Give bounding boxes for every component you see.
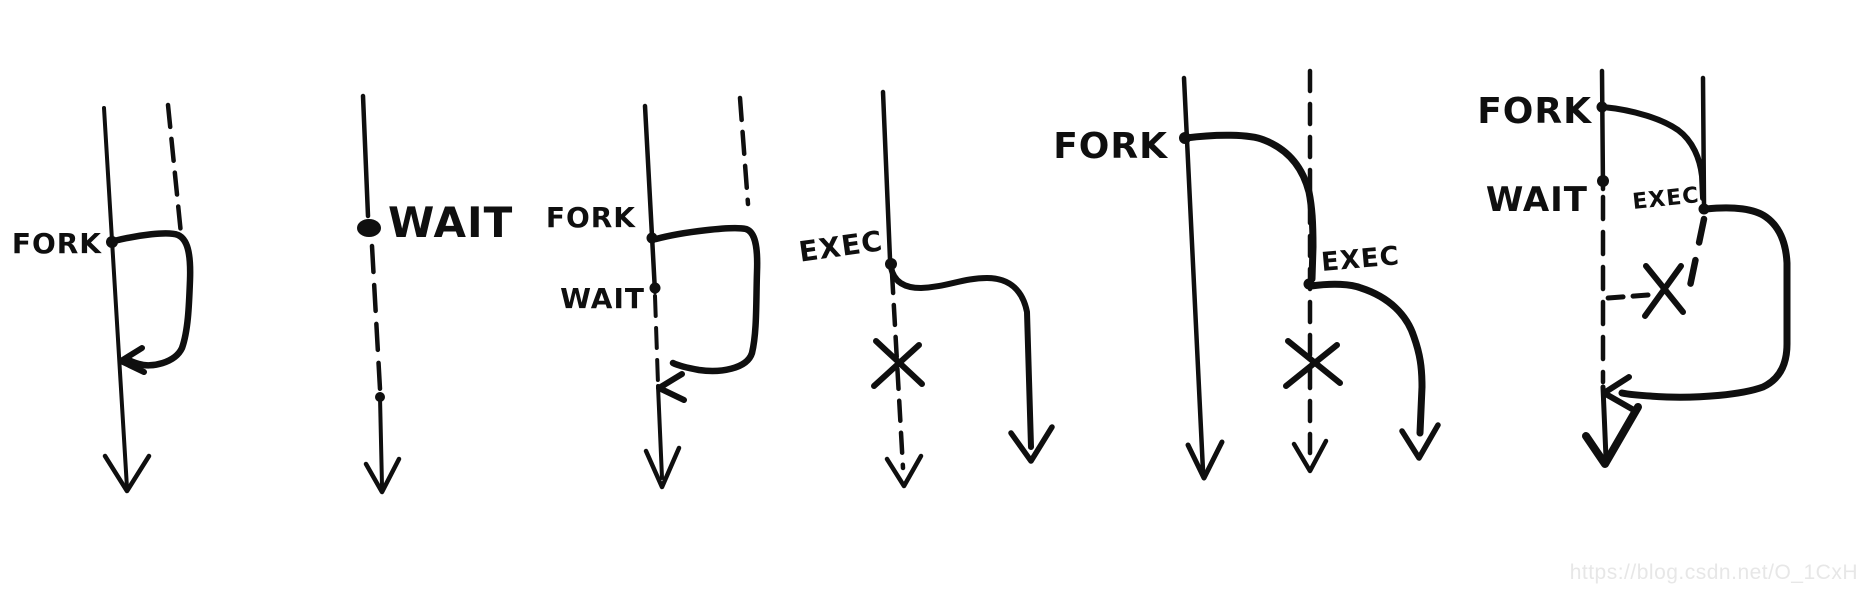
diagram-exec-replace: EXEC: [797, 89, 1055, 489]
wait-label: WAIT: [388, 198, 513, 247]
child-return-loop: [652, 224, 761, 375]
abandoned-timeline-dashed: [889, 270, 906, 471]
arrowhead-down-icon: [1291, 438, 1329, 474]
exec-point-dot: [1698, 203, 1710, 215]
diagram-fork-wait-exec: FORK WAIT EXEC: [1477, 68, 1791, 468]
parent-waiting-dashed: [653, 294, 660, 386]
fork-point-dot: [1596, 101, 1608, 113]
exec-label: EXEC: [797, 224, 885, 268]
wait-point-dot: [1597, 175, 1609, 187]
exec-handoff-curve: [888, 264, 1034, 450]
parent-timeline-resumed: [656, 384, 664, 480]
terminated-x-icon: [871, 338, 925, 389]
diagram-fork-exec: FORK EXEC: [1053, 68, 1441, 481]
fork-label: FORK: [1053, 126, 1168, 167]
arrowhead-left-icon: [118, 345, 147, 375]
diagram-wait: WAIT: [357, 93, 513, 495]
arrowhead-down-icon: [884, 453, 924, 489]
old-program-timeline: [880, 89, 893, 262]
diagram-fork-loop: FORK: [12, 102, 194, 494]
fork-point-dot: [106, 236, 118, 248]
parent-timeline: [360, 93, 371, 219]
fork-point-dot: [1179, 132, 1191, 144]
parent-timeline: [642, 103, 658, 295]
fork-return-loop: [110, 230, 194, 369]
parent-timeline: [102, 106, 129, 490]
wait-label: WAIT: [560, 282, 645, 315]
resumed-timeline: [378, 395, 384, 488]
child-timeline-dashed: [737, 95, 751, 207]
exec-label: EXEC: [1320, 241, 1401, 278]
terminated-x-icon: [1283, 338, 1343, 389]
wait-point-dot: [649, 282, 661, 294]
parent-timeline: [1599, 68, 1606, 192]
fork-label: FORK: [546, 201, 636, 234]
arrowhead-left-icon: [656, 371, 687, 403]
fork-point-dot: [646, 232, 658, 244]
exec-label: EXEC: [1631, 183, 1700, 215]
arrowhead-down-icon: [1185, 439, 1225, 481]
exec-point-dot: [885, 258, 897, 270]
fork-label: FORK: [12, 227, 102, 260]
blocked-timeline-dashed: [369, 243, 383, 392]
arrowhead-left-icon: [1601, 374, 1635, 412]
arrowhead-down-icon: [102, 453, 152, 494]
arrowhead-down-icon: [1582, 403, 1642, 468]
arrowhead-down-icon: [1399, 422, 1441, 461]
signal-to-parent-dashed: [1605, 292, 1651, 301]
fork-label: FORK: [1477, 91, 1592, 132]
exec-point-dot: [1303, 278, 1315, 290]
wait-point-dot: [357, 219, 381, 237]
exec-handoff-curve: [1307, 280, 1426, 437]
parent-timeline-resumed: [1600, 384, 1609, 461]
arrowhead-down-icon: [1008, 424, 1055, 464]
child-timeline-dashed: [165, 102, 184, 237]
terminated-x-icon: [1642, 263, 1686, 319]
wait-label: WAIT: [1486, 180, 1588, 220]
arrowhead-down-icon: [643, 445, 682, 490]
child-exit-dashed: [1685, 215, 1708, 295]
fork-to-child-curve: [1182, 131, 1317, 283]
diagram-fork-wait-loop: FORK WAIT: [546, 95, 761, 490]
arrowhead-down-icon: [363, 456, 402, 495]
watermark: https://blog.csdn.net/O_1CxH: [1570, 561, 1858, 584]
exec-return-loop: [1618, 204, 1791, 401]
fork-to-child-curve: [1600, 104, 1706, 201]
